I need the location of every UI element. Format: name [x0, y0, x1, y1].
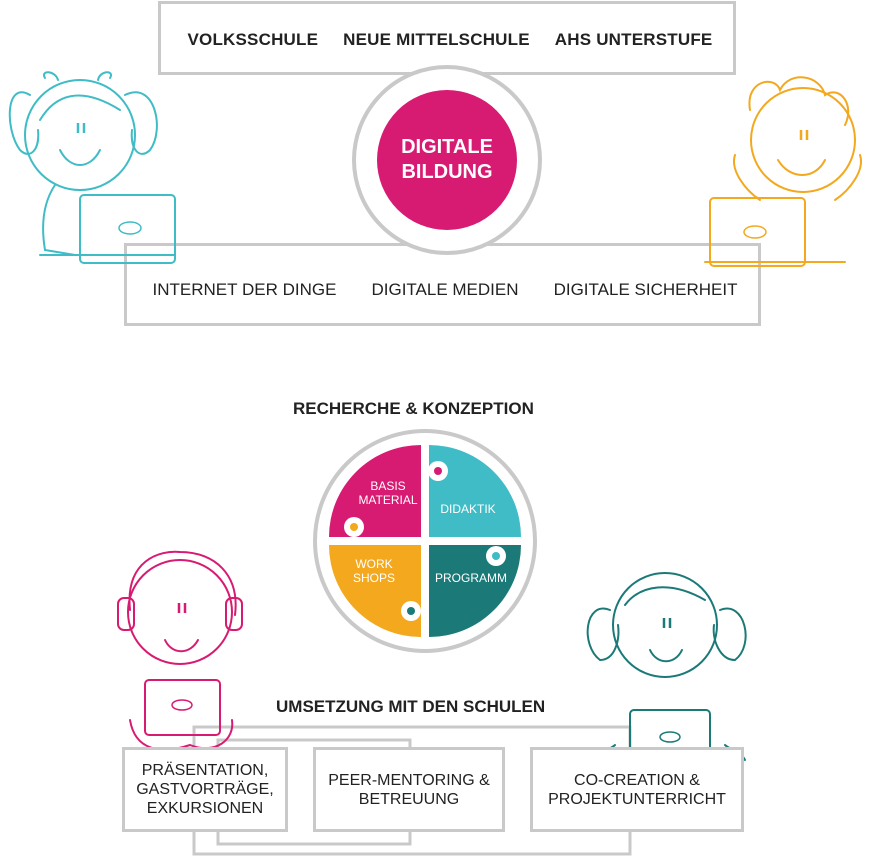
- center-circle-title: DIGITALE BILDUNG: [401, 136, 493, 183]
- school-type-volksschule: VOLKSSCHULE: [187, 30, 319, 49]
- recherche-title: RECHERCHE & KONZEPTION: [293, 399, 534, 418]
- school-type-nms: NEUE MITTELSCHULE: [343, 30, 530, 49]
- topics-row: INTERNET DER DINGE DIGITALE MEDIEN DIGIT…: [135, 272, 755, 308]
- box-co-creation: CO-CREATION & PROJEKTUNTERRICHT: [530, 747, 744, 832]
- quadrant-label-didaktik: DIDAKTIK: [440, 502, 496, 516]
- box-peer-mentoring: PEER-MENTORING & BETREUUNG: [313, 747, 505, 832]
- quadrant-label-workshops: WORK SHOPS: [352, 557, 395, 585]
- box-praesentation: PRÄSENTATION, GASTVORTRÄGE, EXKURSIONEN: [122, 747, 288, 832]
- topic-digitale-medien: DIGITALE MEDIEN: [371, 280, 519, 299]
- school-type-ahs: AHS UNTERSTUFE: [554, 30, 713, 49]
- umsetzung-title: UMSETZUNG MIT DEN SCHULEN: [276, 697, 546, 716]
- topic-digitale-sicherheit: DIGITALE SICHERHEIT: [553, 280, 738, 299]
- quadrant-label-basis-material: BASIS MATERIAL: [358, 479, 418, 507]
- school-types-row: VOLKSSCHULE NEUE MITTELSCHULE AHS UNTERS…: [175, 22, 725, 58]
- topic-internet-der-dinge: INTERNET DER DINGE: [152, 280, 337, 299]
- quadrant-label-programm: PROGRAMM: [435, 571, 507, 585]
